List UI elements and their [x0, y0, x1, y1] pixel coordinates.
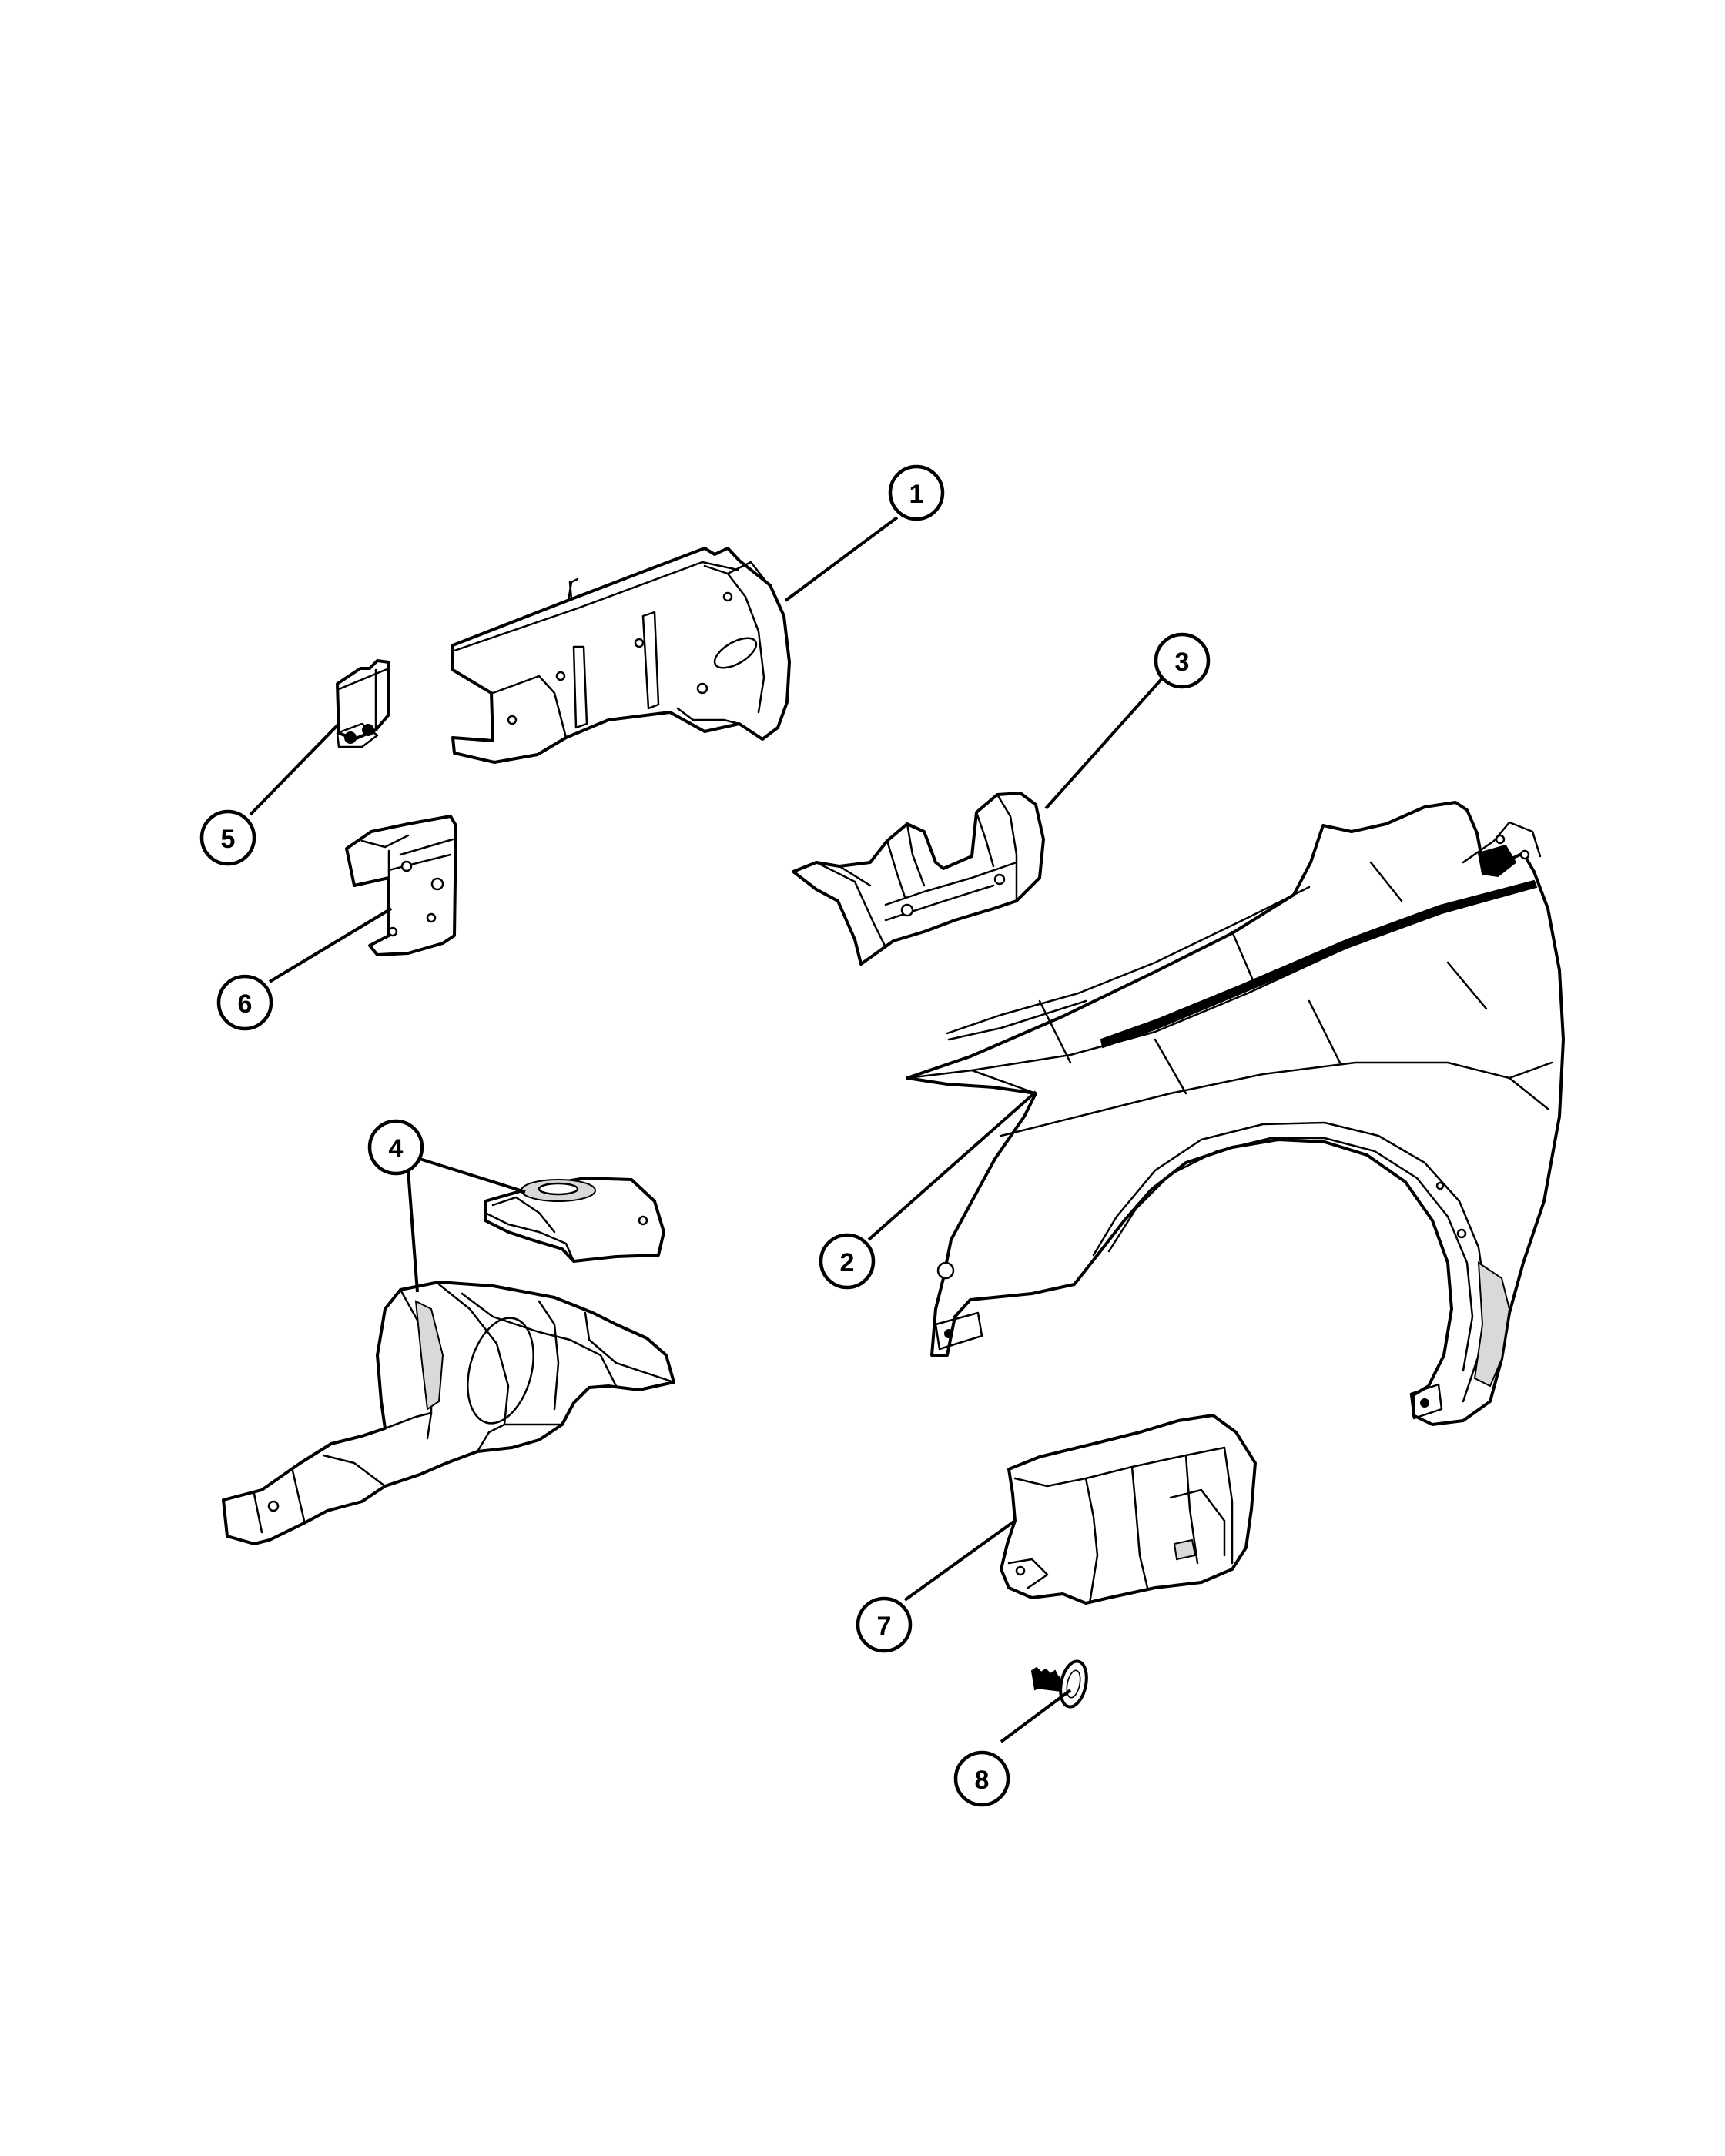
leader-3 — [1044, 676, 1164, 810]
leader-1 — [784, 516, 899, 602]
part-3-fender-rail — [792, 792, 1045, 966]
leader-4b — [407, 1170, 419, 1293]
callout-label: 7 — [877, 1612, 892, 1641]
part-7-splash-shield — [1000, 1414, 1257, 1605]
part-4-strut-cap — [484, 1177, 665, 1263]
callout-3: 3 — [1154, 632, 1211, 689]
callout-label: 6 — [238, 989, 253, 1019]
callout-8: 8 — [953, 1750, 1010, 1807]
part-6-bracket-plate — [345, 815, 457, 956]
callout-label: 2 — [840, 1248, 855, 1277]
callout-1: 1 — [888, 464, 945, 521]
callout-6: 6 — [216, 974, 273, 1031]
leader-5 — [249, 722, 340, 816]
callout-label: 8 — [975, 1766, 990, 1795]
leader-8 — [1000, 1689, 1072, 1743]
part-5-bracket — [336, 659, 390, 748]
callout-label: 4 — [389, 1134, 404, 1163]
part-4-wheelhouse-apron — [222, 1281, 675, 1545]
callout-5: 5 — [199, 809, 256, 866]
callout-label: 1 — [909, 480, 924, 509]
callout-label: 5 — [221, 825, 236, 854]
leader-7 — [903, 1519, 1017, 1602]
callout-label: 3 — [1175, 648, 1190, 677]
callout-2: 2 — [819, 1233, 876, 1290]
part-1-frame-rail — [451, 547, 791, 764]
part-8-push-pin-fastener — [1030, 1659, 1088, 1709]
part-2-front-fender — [906, 801, 1565, 1426]
leader-4a — [419, 1157, 526, 1194]
callout-7: 7 — [856, 1596, 913, 1653]
callout-4: 4 — [367, 1119, 424, 1176]
leader-2 — [867, 1090, 1037, 1241]
leader-lines — [249, 516, 1164, 1743]
leader-6 — [268, 907, 393, 983]
